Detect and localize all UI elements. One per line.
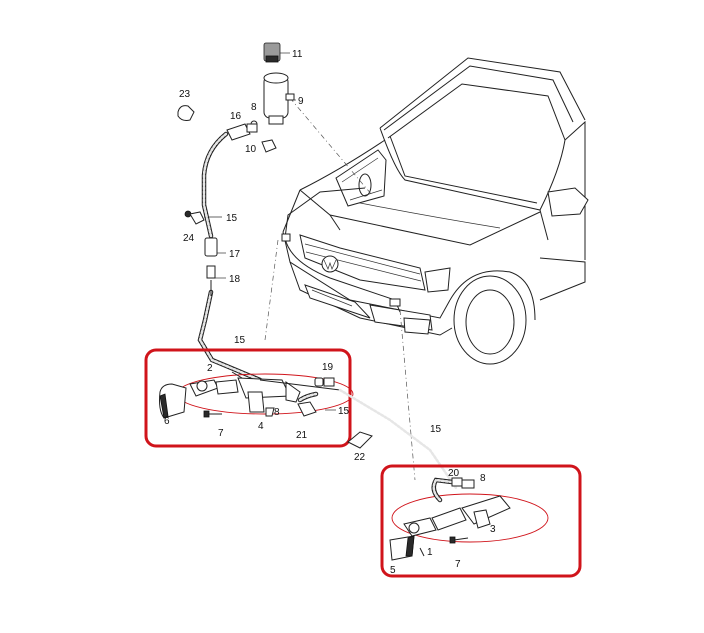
callout-7-left: 7 <box>218 428 224 439</box>
right-nozzle-highlight-ellipse <box>391 493 549 543</box>
washer-pump-group <box>177 42 295 383</box>
callout-8-right: 8 <box>480 473 486 484</box>
callout-16: 16 <box>230 111 242 122</box>
callout-17: 17 <box>229 249 241 260</box>
left-headlamp-washer-highlight <box>144 348 352 448</box>
callout-20: 20 <box>448 468 460 479</box>
right-washer-parts <box>389 477 511 561</box>
callout-19: 19 <box>322 362 334 373</box>
hose-bracket <box>347 431 373 449</box>
hose-clip-left <box>281 233 291 242</box>
washer-reservoir <box>335 149 387 207</box>
right-headlamp-washer-highlight <box>380 464 582 578</box>
leader-lines <box>204 52 416 481</box>
callout-15-top: 15 <box>226 213 238 224</box>
callout-21: 21 <box>296 430 308 441</box>
callout-9: 9 <box>298 96 304 107</box>
callout-labels: 11 9 8 23 16 10 15 24 17 18 15 2 19 15 6… <box>164 49 496 576</box>
callout-2: 2 <box>207 363 213 374</box>
callout-15-mid: 15 <box>234 335 246 346</box>
callout-11: 11 <box>292 49 303 60</box>
callout-3: 3 <box>490 524 496 535</box>
callout-15-right: 15 <box>430 424 442 435</box>
callout-1: 1 <box>427 547 433 558</box>
callout-24: 24 <box>183 233 195 244</box>
callout-15-left: 15 <box>338 406 350 417</box>
callout-4: 4 <box>258 421 264 432</box>
callout-6: 6 <box>164 416 170 427</box>
callout-18: 18 <box>229 274 241 285</box>
hose-clip-right <box>389 298 401 307</box>
callout-5: 5 <box>390 565 396 576</box>
left-washer-parts <box>159 371 458 490</box>
callout-22: 22 <box>354 452 366 463</box>
callout-23: 23 <box>179 89 191 100</box>
vehicle-front-illustration <box>281 57 589 365</box>
callout-10: 10 <box>245 144 257 155</box>
callout-8-left: 8 <box>274 407 280 418</box>
callout-7-right: 7 <box>455 559 461 570</box>
callout-8: 8 <box>251 102 257 113</box>
